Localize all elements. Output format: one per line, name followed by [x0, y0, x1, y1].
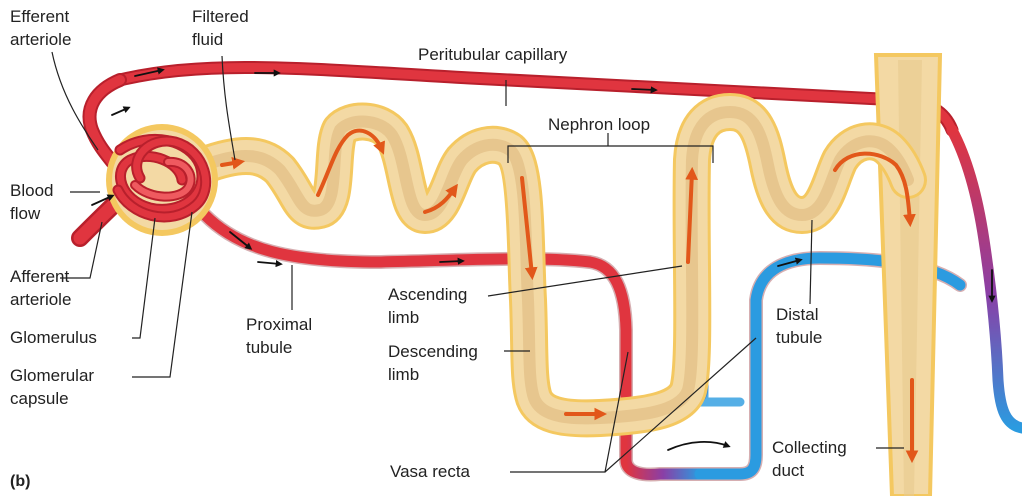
label-glomerulus: Glomerulus — [10, 328, 97, 347]
label-vasa-recta: Vasa recta — [390, 462, 471, 481]
label-distal-tubule: Distal tubule — [776, 305, 823, 347]
label-glomerular-capsule: Glomerular capsule — [10, 366, 99, 408]
label-filtered-fluid: Filtered fluid — [192, 7, 253, 49]
panel-label: (b) — [10, 473, 30, 490]
label-ascending-limb: Ascending limb — [388, 285, 472, 327]
label-proximal-tubule: Proximal tubule — [246, 315, 317, 357]
label-efferent-arteriole: Efferent arteriole — [10, 7, 74, 49]
label-blood-flow: Blood flow — [10, 181, 58, 223]
collecting-duct-tube — [876, 55, 940, 496]
label-nephron-loop: Nephron loop — [548, 115, 650, 134]
label-descending-limb: Descending limb — [388, 342, 483, 384]
label-peritubular-capillary: Peritubular capillary — [418, 45, 568, 64]
label-collecting-duct: Collecting duct — [772, 438, 851, 480]
label-afferent-arteriole: Afferent arteriole — [10, 267, 74, 309]
